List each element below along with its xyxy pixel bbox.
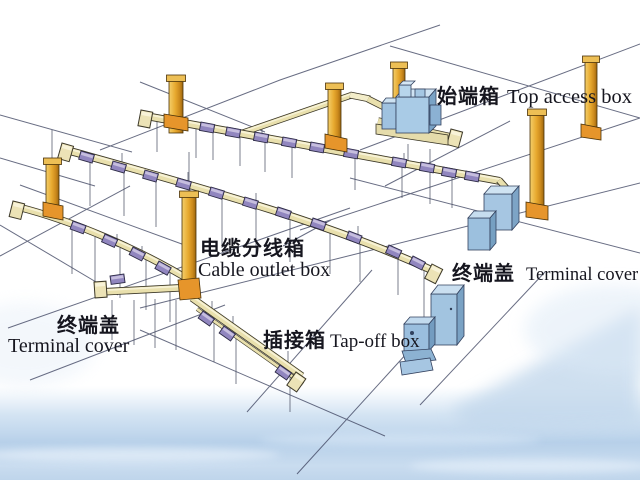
label-terminal-right-zh: 终端盖 <box>452 261 515 285</box>
label-terminal-right-en: Terminal cover <box>526 265 638 285</box>
cable-outlet-box-unit <box>467 184 520 252</box>
label-tap-off-zh: 插接箱 <box>263 328 326 352</box>
column <box>163 74 189 134</box>
top-access-box-unit <box>375 80 449 146</box>
label-top-access-en: Top access box <box>507 86 632 108</box>
tap-off-box-unit <box>399 283 465 376</box>
column <box>177 190 202 301</box>
label-terminal-left-zh: 终端盖 <box>57 313 120 337</box>
label-terminal-left-en: Terminal cover <box>8 335 130 357</box>
sky-band <box>0 285 640 480</box>
column <box>525 108 549 221</box>
support-columns <box>42 55 602 301</box>
column <box>580 55 602 141</box>
label-cable-outlet-en: Cable outlet box <box>198 259 330 281</box>
column <box>42 157 64 221</box>
diagram-labels: 始端箱 Top access box 电缆分线箱 Cable outlet bo… <box>8 84 638 357</box>
label-top-access-zh: 始端箱 <box>437 84 500 108</box>
label-cable-outlet-zh: 电缆分线箱 <box>200 236 305 260</box>
label-tap-off-en: Tap-off box <box>330 331 420 352</box>
column <box>324 82 348 153</box>
